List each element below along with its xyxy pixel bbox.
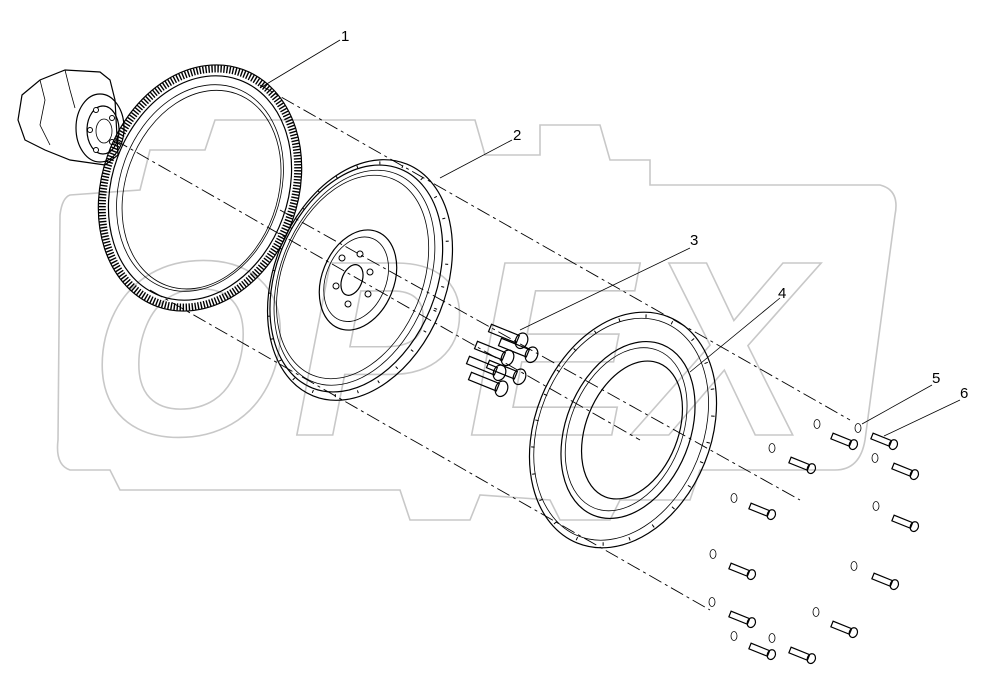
callout-6: 6	[960, 385, 968, 402]
callout-labels: 1 2 3 4 5 6	[341, 28, 968, 402]
adapter-plate	[528, 311, 718, 549]
plate-bolts	[728, 432, 920, 665]
washers	[708, 419, 880, 643]
alignment-lines	[114, 84, 851, 611]
watermark-text: OPEX	[90, 209, 822, 488]
callout-1: 1	[341, 28, 349, 45]
callout-3: 3	[690, 232, 698, 249]
callout-5: 5	[932, 370, 940, 387]
leader-lines	[259, 39, 961, 437]
flywheel-bolts	[465, 323, 539, 398]
callout-2: 2	[513, 127, 521, 144]
flywheel	[266, 159, 454, 401]
callout-4: 4	[778, 285, 786, 302]
crankshaft-flange	[17, 69, 125, 166]
